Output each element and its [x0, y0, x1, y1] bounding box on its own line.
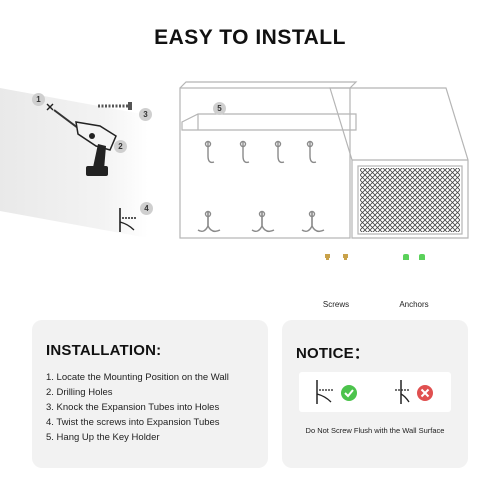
- anchors-hardware-icon: [403, 254, 425, 260]
- step-item: 1. Locate the Mounting Position on the W…: [46, 372, 229, 383]
- correct-install-icon: [316, 380, 333, 404]
- mesh-panel: [360, 168, 460, 232]
- drill-point-icon: [46, 103, 54, 111]
- callout-5-badge: 5: [213, 102, 226, 115]
- single-hooks: [204, 140, 317, 164]
- step-item: 4. Twist the screws into Expansion Tubes: [46, 417, 220, 428]
- step-item: 2. Drilling Holes: [46, 387, 113, 398]
- wall-panel: [0, 88, 148, 238]
- callout-4-badge: 4: [140, 202, 153, 215]
- installation-heading: INSTALLATION:: [46, 342, 162, 359]
- anchors-label: Anchors: [399, 300, 429, 309]
- screws-hardware-icon: [325, 254, 348, 260]
- notice-illustration: [299, 372, 451, 412]
- notice-caption: Do Not Screw Flush with the Wall Surface: [305, 426, 445, 435]
- double-hooks: [197, 210, 325, 233]
- screw-illustration-icon: [98, 102, 132, 110]
- notice-heading: NOTICE：: [296, 345, 370, 362]
- callout-3-badge: 3: [139, 108, 152, 121]
- step-item: 3. Knock the Expansion Tubes into Holes: [46, 402, 220, 413]
- flush-install-icon: [395, 380, 410, 404]
- callout-2-badge: 2: [114, 140, 127, 153]
- cross-icon: [417, 385, 433, 401]
- page-title: EASY TO INSTALL: [154, 26, 346, 49]
- step-item: 5. Hang Up the Key Holder: [46, 432, 160, 443]
- screws-label: Screws: [322, 300, 350, 309]
- key-holder-board: [179, 81, 469, 239]
- notice-card: NOTICE： Do Not Screw Flush with the: [282, 320, 468, 468]
- installation-card: INSTALLATION: 1. Locate the Mounting Pos…: [32, 320, 268, 468]
- screw-detail-icon: [119, 208, 136, 232]
- callout-1-badge: 1: [32, 93, 45, 106]
- installation-steps: 1. Locate the Mounting Position on the W…: [46, 370, 229, 445]
- installation-diagram: [46, 81, 469, 260]
- drill-icon: [53, 109, 117, 176]
- check-icon: [341, 385, 357, 401]
